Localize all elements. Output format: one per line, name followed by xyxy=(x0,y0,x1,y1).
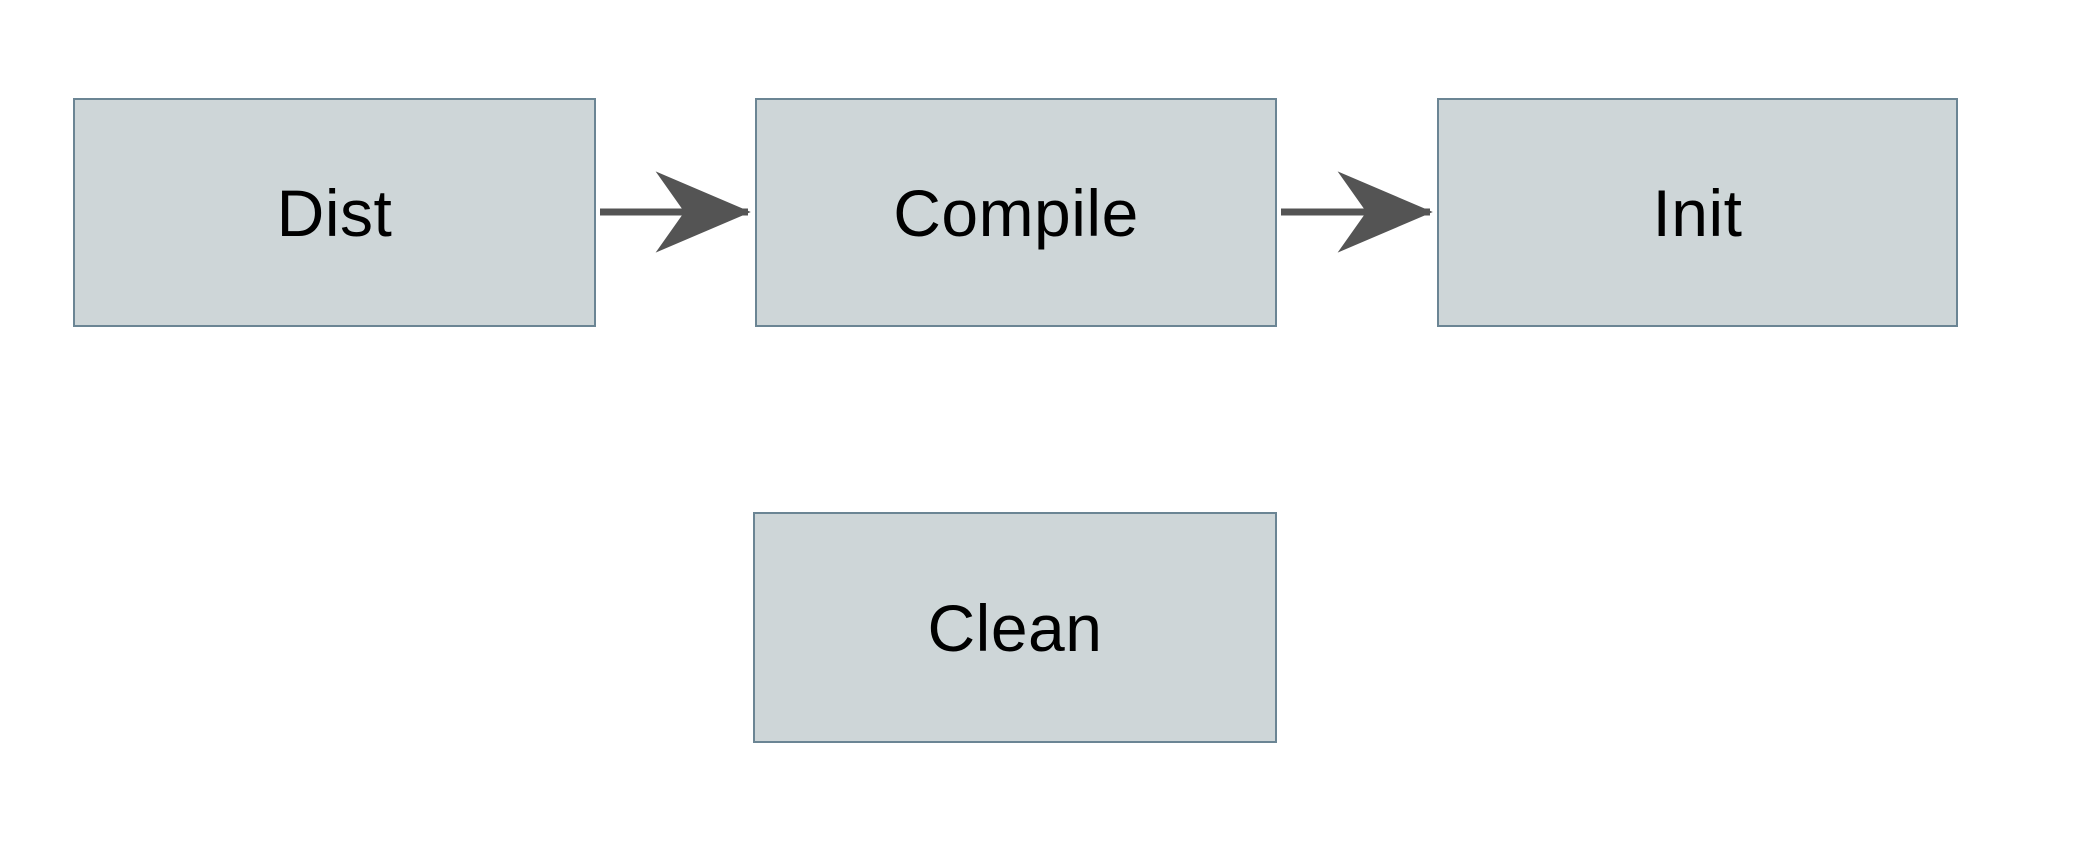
node-init[interactable]: Init xyxy=(1437,98,1958,327)
node-compile[interactable]: Compile xyxy=(755,98,1277,327)
node-init-label: Init xyxy=(1652,175,1743,250)
node-dist-label: Dist xyxy=(276,175,393,250)
node-clean[interactable]: Clean xyxy=(753,512,1277,743)
node-dist[interactable]: Dist xyxy=(73,98,596,327)
node-compile-label: Compile xyxy=(893,175,1139,250)
node-clean-label: Clean xyxy=(927,590,1103,665)
